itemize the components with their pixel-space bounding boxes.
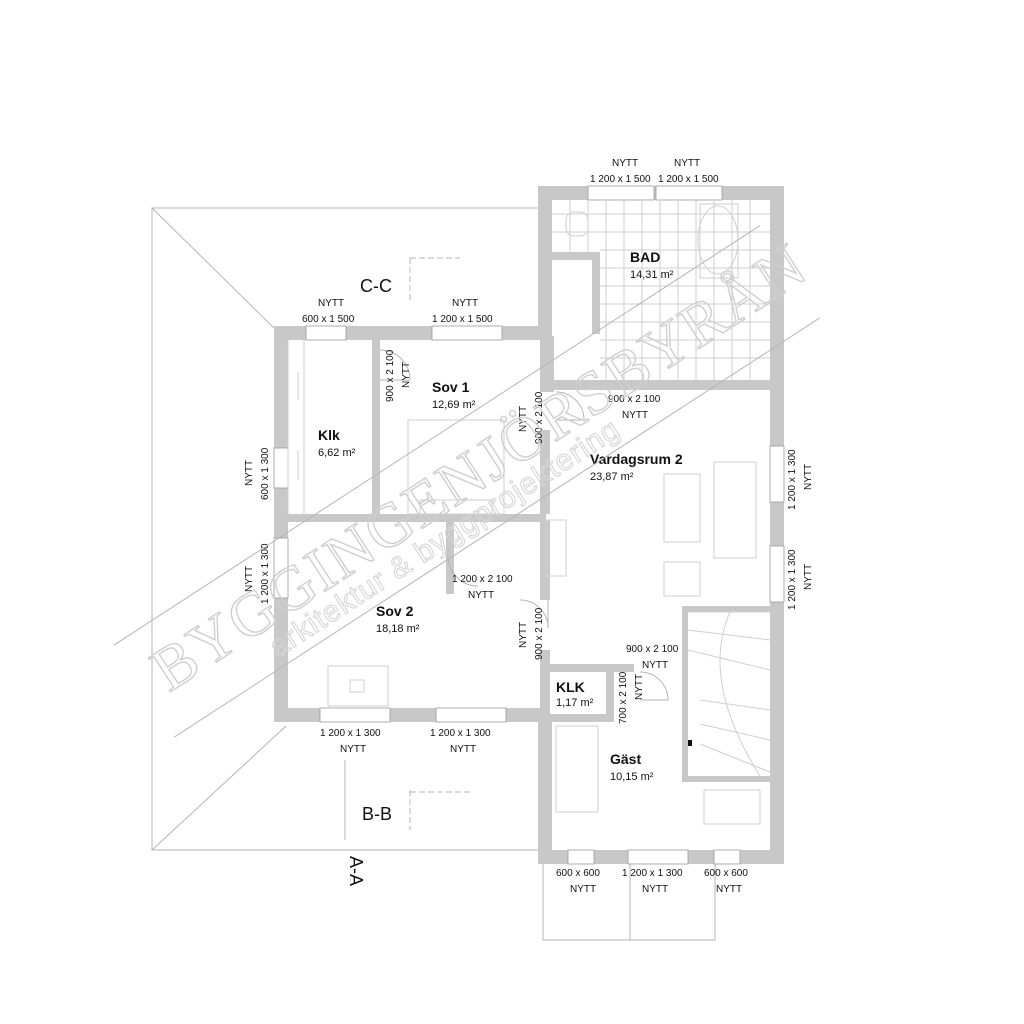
- room-bad-area: 14,31 m²: [630, 269, 674, 281]
- sofa-icon: [713, 461, 757, 559]
- gast-bw2-status: NYTT: [642, 884, 668, 895]
- sov2-bw1-status: NYTT: [340, 744, 366, 755]
- gast-d-size: 900 x 2 100: [626, 644, 679, 655]
- toilet-icon: [565, 211, 589, 237]
- gast-bw2-size: 1 200 x 1 300: [622, 868, 683, 879]
- gast-bw1-size: 600 x 600: [556, 868, 600, 879]
- bad-w2-status: NYTT: [674, 158, 700, 169]
- sov2-side-w-status: NYTT: [244, 566, 255, 592]
- furniture: [287, 200, 771, 825]
- guest-desk-icon: [703, 789, 761, 825]
- klk-small-d-size: 700 x 2 100: [618, 671, 629, 724]
- hall-d-lower-size: 900 x 2 100: [534, 607, 545, 660]
- section-aa-label: A-A: [346, 856, 366, 886]
- sov2-side-w-size: 1 200 x 1 300: [260, 543, 271, 604]
- bad-w1-status: NYTT: [612, 158, 638, 169]
- klk-side-w-status: NYTT: [244, 460, 255, 486]
- room-labels: BAD 14,31 m² Sov 1 12,69 m² Klk 6,62 m² …: [318, 249, 683, 783]
- room-klk-area: 6,62 m²: [318, 447, 356, 459]
- room-gast-name: Gäst: [610, 751, 641, 767]
- staircase-icon: [687, 611, 771, 777]
- room-klk-name: Klk: [318, 427, 340, 443]
- interior-walls: [288, 252, 772, 782]
- klk-w-status: NYTT: [318, 298, 344, 309]
- section-markers: C-C B-B A-A: [344, 257, 470, 886]
- room-bad-name: BAD: [630, 249, 660, 265]
- hall-d-lower-status: NYTT: [518, 622, 529, 648]
- bad-w2-size: 1 200 x 1 500: [658, 174, 719, 185]
- sov2-bw1-size: 1 200 x 1 300: [320, 728, 381, 739]
- sov1-d-status: NYTT: [401, 362, 412, 388]
- desk-icon: [327, 665, 389, 707]
- room-sov2-name: Sov 2: [376, 603, 414, 619]
- opening-labels: NYTT 1 200 x 1 500 NYTT 1 200 x 1 500 NY…: [244, 158, 814, 895]
- vard-w2-size: 1 200 x 1 300: [787, 549, 798, 610]
- bad-w1-size: 1 200 x 1 500: [590, 174, 651, 185]
- sov1-d-size: 900 x 2 100: [385, 349, 396, 402]
- section-bb-label: B-B: [362, 804, 392, 824]
- bad-d-size: 900 x 2 100: [608, 394, 661, 405]
- klk-w-size: 600 x 1 500: [302, 314, 355, 325]
- armchair-icon: [663, 561, 701, 597]
- windows: [273, 185, 785, 865]
- room-klk-small-area: 1,17 m²: [556, 697, 594, 709]
- klk-side-w-size: 600 x 1 300: [260, 447, 271, 500]
- bath-tile-grid: [552, 200, 770, 380]
- klk-small-d-status: NYTT: [634, 674, 645, 700]
- sov2-bw2-size: 1 200 x 1 300: [430, 728, 491, 739]
- gast-bw3-size: 600 x 600: [704, 868, 748, 879]
- sov1-w-size: 1 200 x 1 500: [432, 314, 493, 325]
- gast-bw3-status: NYTT: [716, 884, 742, 895]
- room-sov2-area: 18,18 m²: [376, 623, 420, 635]
- gast-d-status: NYTT: [642, 660, 668, 671]
- coffee-table-icon: [663, 473, 701, 543]
- section-cc-label: C-C: [360, 276, 392, 296]
- sov2-d-size: 1 200 x 2 100: [452, 574, 513, 585]
- room-sov1-area: 12,69 m²: [432, 399, 476, 411]
- door-swings: [379, 349, 669, 701]
- room-vardagsrum-area: 23,87 m²: [590, 471, 634, 483]
- roof-outline: [151, 207, 716, 941]
- room-vardagsrum-name: Vardagsrum 2: [590, 451, 683, 467]
- room-sov1-name: Sov 1: [432, 379, 470, 395]
- hall-d-upper-size: 900 x 2 100: [534, 391, 545, 444]
- vard-w1-status: NYTT: [803, 464, 814, 490]
- vard-w2-status: NYTT: [803, 564, 814, 590]
- bad-d-status: NYTT: [622, 410, 648, 421]
- gast-bw1-status: NYTT: [570, 884, 596, 895]
- room-klk-small-name: KLK: [556, 679, 585, 695]
- hall-d-upper-status: NYTT: [518, 406, 529, 432]
- room-gast-area: 10,15 m²: [610, 771, 654, 783]
- sov2-bw2-status: NYTT: [450, 744, 476, 755]
- guest-bed-icon: [555, 725, 599, 813]
- sov2-d-status: NYTT: [468, 590, 494, 601]
- sov1-w-status: NYTT: [452, 298, 478, 309]
- vard-w1-size: 1 200 x 1 300: [787, 449, 798, 510]
